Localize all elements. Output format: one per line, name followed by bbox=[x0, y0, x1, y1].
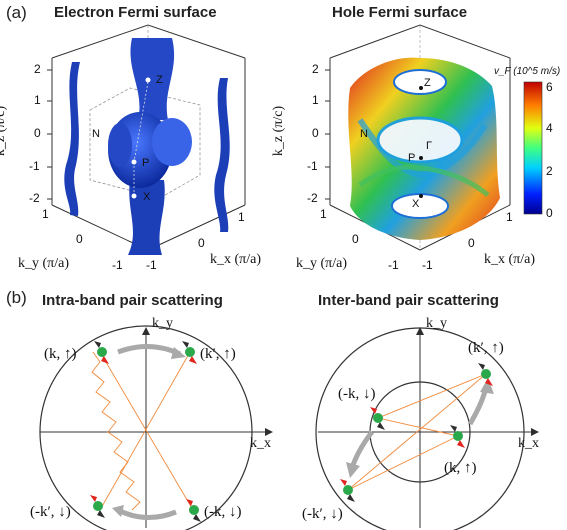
hole-point-x-marker bbox=[419, 194, 423, 198]
colorbar-tick-0: 0 bbox=[546, 206, 553, 220]
intra-state-kp-up: (k′, ↑) bbox=[200, 346, 236, 362]
e-kz-tick-1: 1 bbox=[34, 93, 41, 107]
h-kx-tick-0: 0 bbox=[468, 236, 475, 250]
electron-fs-title: Electron Fermi surface bbox=[54, 4, 217, 21]
inter-band-diagram bbox=[315, 327, 539, 530]
colorbar-tick-4: 4 bbox=[546, 121, 553, 135]
h-point-gamma: Γ bbox=[426, 140, 433, 152]
intra-state-mkp-down: (-k′, ↓) bbox=[30, 504, 71, 520]
intra-electron-kp bbox=[182, 341, 197, 364]
e-point-x: X bbox=[143, 191, 151, 203]
e-kx-label: k_x (π/a) bbox=[210, 252, 261, 267]
intra-band-diagram bbox=[39, 325, 273, 530]
h-ky-tick-0: 0 bbox=[352, 232, 359, 246]
intra-electron-mk bbox=[186, 499, 201, 522]
inter-state-mk-down: (-k, ↓) bbox=[338, 386, 376, 402]
hole-fs-title: Hole Fermi surface bbox=[332, 4, 468, 21]
e-point-z: Z bbox=[156, 74, 163, 86]
point-x-marker bbox=[131, 193, 137, 199]
inter-electron-k bbox=[450, 425, 465, 448]
inter-electron-mkp bbox=[340, 479, 355, 502]
h-ky-tick-m1: -1 bbox=[388, 258, 399, 272]
intra-ky-label: k_y bbox=[152, 316, 173, 331]
h-kx-tick-1: 1 bbox=[506, 210, 513, 224]
e-kz-label: k_z (π/c) bbox=[0, 105, 9, 157]
e-kz-tick-m1: -1 bbox=[29, 159, 40, 173]
h-point-p: P bbox=[408, 152, 416, 164]
colorbar-tick-6: 6 bbox=[546, 80, 553, 94]
inter-title: Inter-band pair scattering bbox=[318, 292, 499, 309]
colorbar-title: v_F (10^5 m/s) bbox=[494, 66, 561, 77]
h-ky-label: k_y (π/a) bbox=[296, 256, 347, 271]
h-point-x: X bbox=[412, 198, 420, 210]
e-ky-tick-1: 1 bbox=[42, 207, 49, 221]
hole-point-p-marker bbox=[419, 156, 423, 160]
h-point-n: N bbox=[360, 128, 368, 140]
h-kz-tick-2: 2 bbox=[312, 62, 319, 76]
h-kz-tick-0: 0 bbox=[312, 126, 319, 140]
e-ky-label: k_y (π/a) bbox=[18, 256, 69, 271]
colorbar bbox=[523, 81, 543, 215]
h-ky-tick-1: 1 bbox=[320, 207, 327, 221]
e-kx-tick-0: 0 bbox=[198, 236, 205, 250]
h-kx-tick-m1: -1 bbox=[422, 258, 433, 272]
inter-kx-label: k_x bbox=[518, 436, 539, 451]
intra-kx-label: k_x bbox=[250, 436, 271, 451]
h-point-z: Z bbox=[424, 77, 431, 89]
intra-electron-k bbox=[94, 341, 109, 364]
e-kz-tick-m2: -2 bbox=[29, 191, 40, 205]
point-z-marker bbox=[145, 77, 151, 83]
point-p-marker bbox=[131, 159, 137, 165]
inter-electron-kp bbox=[478, 363, 493, 386]
h-kx-label: k_x (π/a) bbox=[484, 252, 535, 267]
intra-electron-mkp bbox=[90, 495, 105, 518]
h-kz-tick-m1: -1 bbox=[307, 159, 318, 173]
e-kx-tick-1: 1 bbox=[238, 210, 245, 224]
inter-electron-mk bbox=[370, 407, 385, 430]
intra-state-mk-down: (-k, ↓) bbox=[204, 504, 242, 520]
hole-point-z-marker bbox=[419, 86, 423, 90]
e-kx-tick-m1: -1 bbox=[146, 258, 157, 272]
h-kz-tick-m2: -2 bbox=[307, 191, 318, 205]
h-kz-tick-1: 1 bbox=[312, 93, 319, 107]
e-ky-tick-0: 0 bbox=[76, 232, 83, 246]
e-kz-tick-2: 2 bbox=[34, 62, 41, 76]
electron-fs-plot bbox=[47, 24, 246, 255]
intra-state-k-up: (k, ↑) bbox=[44, 346, 77, 362]
intra-title: Intra-band pair scattering bbox=[42, 292, 223, 309]
inter-state-kp-up: (k′, ↑) bbox=[468, 340, 504, 356]
inter-state-k-up: (k, ↑) bbox=[444, 460, 477, 476]
e-ky-tick-m1: -1 bbox=[112, 258, 123, 272]
h-kz-label: k_z (π/c) bbox=[271, 105, 287, 157]
panel-a-label: (a) bbox=[6, 3, 27, 22]
hole-fs-plot bbox=[325, 24, 511, 251]
e-point-n: N bbox=[92, 128, 100, 140]
panel-b-label: (b) bbox=[6, 288, 27, 307]
inter-ky-label: k_y bbox=[426, 316, 447, 331]
inter-state-mkp-down: (-k′, ↓) bbox=[302, 506, 343, 522]
e-point-p: P bbox=[142, 157, 150, 169]
colorbar-tick-2: 2 bbox=[546, 164, 553, 178]
e-kz-tick-0: 0 bbox=[34, 126, 41, 140]
